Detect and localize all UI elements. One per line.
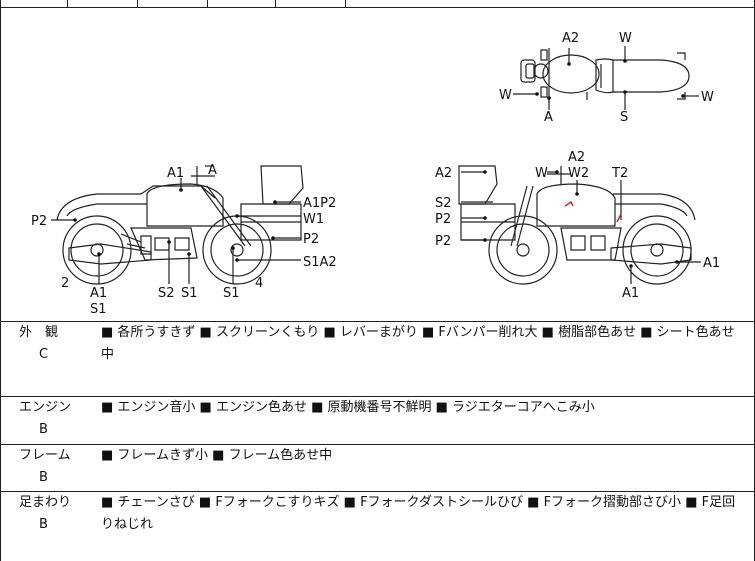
right-view-motorcycle [458,165,701,285]
diagram-label: S1 [223,286,240,301]
diagram-label: T2 [611,166,628,181]
diagram-label: A2 [435,166,452,181]
row-category: 足まわり B [1,492,93,536]
diagram-label: S1 [181,286,198,301]
diagram-label: A1 [167,166,184,181]
damage-diagram: A2 W W W A S A1 A P2 A1P2 W1 P2 S1A2 2 A… [1,8,754,322]
row-frame: フレーム B ■ フレームきず小 ■ フレーム色あせ中 [1,445,754,492]
diagram-label: S2 [158,286,175,301]
row-exterior: 外 観 C ■ 各所うすきず ■ スクリーンくもり ■ レバーまがり ■ Fバン… [1,322,754,397]
diagram-label: S2 [435,196,452,211]
diagram-label: A1 [90,286,107,301]
category-name: 外 観 [19,325,59,340]
diagram-label: A1 [622,286,639,301]
diagram-label: P2 [435,234,451,249]
row-category: フレーム B [1,445,93,489]
diagram-label: W1 [303,212,324,227]
diagram-label: A [208,163,217,178]
row-description: ■ フレームきず小 ■ フレーム色あせ中 [101,448,333,463]
diagram-label: P2 [31,214,47,229]
grade-value: B [39,517,48,532]
diagram-label: W2 [568,166,589,181]
diagram-label: A2 [568,150,585,165]
header-strip [1,0,754,8]
diagram-label: 4 [255,276,263,291]
red-marks [564,200,622,223]
motorcycle-diagram-svg: A2 W W W A S A1 A P2 A1P2 W1 P2 S1A2 2 A… [31,31,720,317]
category-name: フレーム [19,448,71,463]
diagram-label: W [499,88,512,103]
diagram-label: A1 [703,256,720,271]
category-name: エンジン [19,400,72,415]
row-description: ■ チェーンさび ■ Fフォークこすりキズ ■ Fフォークダストシールひび ■ … [101,495,736,532]
row-category: 外 観 C [1,322,93,366]
diagram-label: A1P2 [303,196,336,211]
grade-value: B [39,470,48,485]
grade-value: C [39,347,49,362]
row-category: エンジン B [1,397,93,441]
damage-markers [73,59,685,268]
diagram-label: 2 [61,276,69,291]
diagram-label: A2 [562,31,579,46]
diagram-label: W [619,31,632,46]
diagram-label: S1A2 [303,255,337,270]
category-name: 足まわり [19,495,72,510]
diagram-label: A [544,110,553,125]
row-description: ■ エンジン音小 ■ エンジン色あせ ■ 原動機番号不鮮明 ■ ラジエターコアへ… [101,400,595,415]
diagram-label: W [701,90,714,105]
diagram-label: P2 [435,212,451,227]
row-engine: エンジン B ■ エンジン音小 ■ エンジン色あせ ■ 原動機番号不鮮明 ■ ラ… [1,397,754,445]
diagram-label: P2 [303,232,319,247]
diagram-label: S [620,110,628,125]
diagram-label: S1 [90,302,107,317]
grade-value: B [39,422,48,437]
top-view-motorcycle [513,46,699,110]
diagram-label: W [535,166,548,181]
row-description: ■ 各所うすきず ■ スクリーンくもり ■ レバーまがり ■ Fバンパー削れ大 … [101,325,735,362]
row-suspension: 足まわり B ■ チェーンさび ■ Fフォークこすりキズ ■ Fフォークダストシ… [1,492,754,561]
left-view-motorcycle [51,165,304,285]
